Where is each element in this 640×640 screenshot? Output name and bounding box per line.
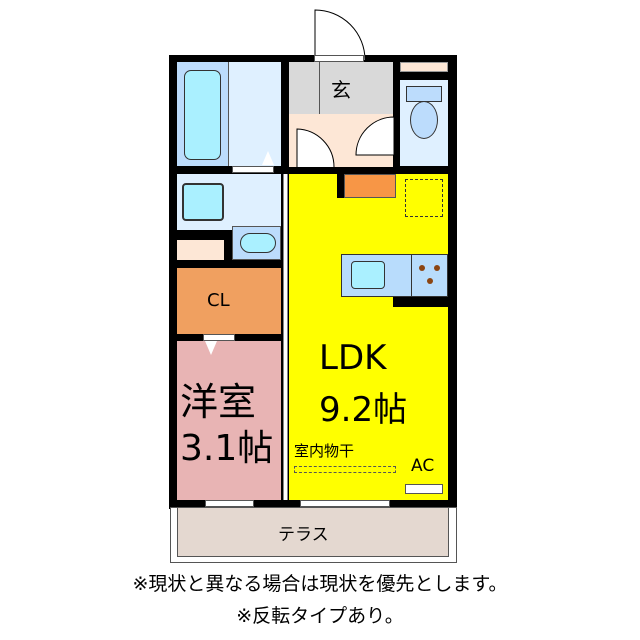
bathtub-icon: [184, 70, 221, 160]
storage-shelf: [400, 62, 448, 72]
door-swing-icon: [296, 128, 335, 168]
western-room-name: 洋室: [180, 380, 257, 424]
toilet-tank-icon: [406, 86, 442, 102]
window: [300, 500, 390, 507]
entrance-door-icon: [314, 9, 366, 61]
ldk-name: LDK: [319, 338, 387, 378]
stove-burner-icon: [419, 265, 425, 271]
terrace-label: テラス: [278, 525, 329, 545]
window: [205, 500, 254, 507]
sink-icon: [351, 261, 385, 289]
indoor-drying-label: 室内物干: [294, 442, 355, 460]
door-arrow-icon: [262, 151, 274, 165]
note-reversed-type: ※反転タイプあり。: [236, 605, 404, 627]
note-current-condition: ※現状と異なる場合は現状を優先とします。: [132, 573, 508, 595]
washing-machine-icon: [240, 233, 276, 253]
ac-label: AC: [411, 456, 435, 476]
sliding-partition[interactable]: [283, 174, 288, 500]
genkan-label: 玄: [331, 78, 351, 102]
ceiling-vent-icon: [405, 179, 443, 217]
western-room: 洋室 3.1帖: [177, 341, 281, 500]
ldk-size: 9.2帖: [319, 390, 408, 430]
genkan: 玄: [289, 62, 393, 114]
closet-label: CL: [207, 290, 230, 311]
terrace: テラス: [177, 507, 449, 557]
stove-burner-icon: [427, 278, 433, 284]
washroom-area: [229, 62, 281, 166]
fridge: [344, 174, 396, 198]
western-room-size: 3.1帖: [180, 428, 274, 469]
toilet-bowl-icon: [410, 101, 438, 139]
ldk: LDK 9.2帖 室内物干 AC: [289, 174, 448, 500]
linen-shelf: [177, 240, 224, 260]
entrance-door-frame: [314, 55, 364, 62]
toilet-door-swing-icon: [355, 116, 395, 156]
door-arrow-icon: [205, 341, 217, 355]
closet-door: [203, 334, 235, 341]
drying-rod-icon: [294, 466, 396, 473]
ac-unit-icon: [405, 484, 443, 494]
kitchen-counter: [341, 254, 448, 298]
stove-burner-icon: [434, 265, 440, 271]
bath-door: [232, 166, 274, 173]
washbasin-icon: [182, 183, 224, 221]
closet: CL: [177, 268, 281, 334]
